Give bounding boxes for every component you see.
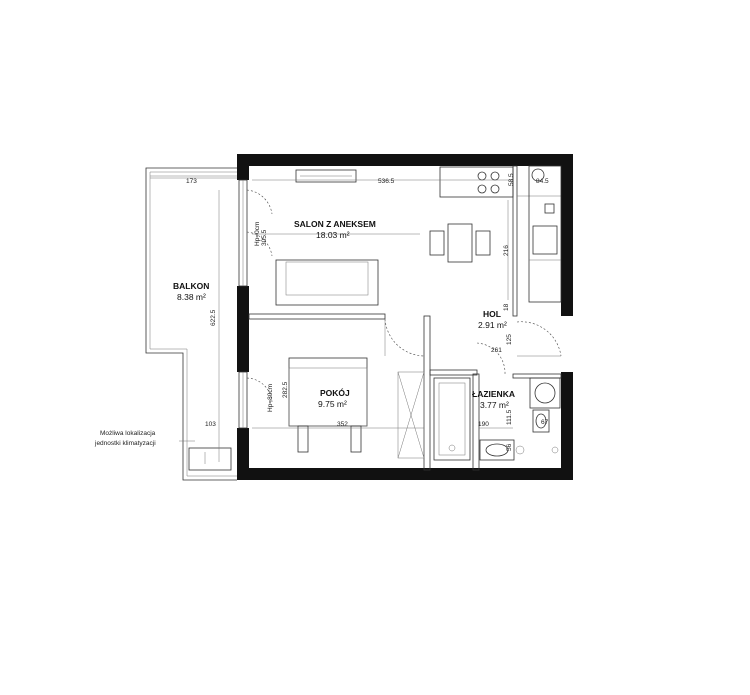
room-area-balkon: 8.38 m² xyxy=(177,292,206,302)
dim-bath-small: 56 xyxy=(506,443,513,451)
room-name-lazienka: ŁAZIENKA xyxy=(472,389,515,399)
dim-bath-side: 111.5 xyxy=(506,409,513,425)
window-pokoj xyxy=(238,371,273,429)
toilet xyxy=(532,409,550,433)
dining-table xyxy=(429,223,491,263)
dim-window-salon: 305.5 xyxy=(261,229,268,246)
doors xyxy=(384,318,562,375)
dim-salon-top: 536.5 xyxy=(378,178,395,185)
dim-hol-height: 18 xyxy=(503,303,510,311)
dim-kitchen-depth: 58.5 xyxy=(508,173,515,186)
room-name-pokoj: POKÓJ xyxy=(320,387,350,398)
dimension-lines xyxy=(150,177,513,462)
room-area-pokoj: 9.75 m² xyxy=(318,399,347,409)
washing-machine xyxy=(529,377,561,409)
bed xyxy=(288,357,368,453)
room-area-hol: 2.91 m² xyxy=(478,320,507,330)
dim-hol-width: 261 xyxy=(491,347,502,354)
room-area-lazienka: 3.77 m² xyxy=(480,400,509,410)
window-salon xyxy=(238,179,273,287)
dim-bath-width: 190 xyxy=(478,421,489,428)
interior-walls xyxy=(248,165,562,471)
label-window-pokoj: Hp=80cm xyxy=(267,384,274,412)
bathtub xyxy=(433,377,471,461)
dim-balcony-length: 622.5 xyxy=(210,309,217,326)
kitchen-column xyxy=(528,165,562,303)
note-ac-line1: Możliwa lokalizacja xyxy=(100,430,156,437)
dim-bath-corner: 67 xyxy=(541,419,549,426)
room-name-balkon: BALKON xyxy=(173,281,209,291)
sofa xyxy=(275,259,379,306)
dim-pokoj-width: 352 xyxy=(337,421,348,428)
kitchen-counter xyxy=(295,166,514,198)
label-window-salon: Hp=0cm xyxy=(254,222,261,246)
wardrobe xyxy=(397,371,425,459)
note-ac-line2: jednostki klimatyzacji xyxy=(94,440,156,447)
dim-salon-side: 216 xyxy=(503,245,510,256)
room-name-hol: HOL xyxy=(483,309,501,319)
exterior-walls xyxy=(237,154,573,480)
dim-balcony-bottom: 103 xyxy=(205,421,216,428)
dim-hol-depth: 125 xyxy=(506,334,513,345)
balcony-outline xyxy=(145,167,237,481)
room-name-salon: SALON Z ANEKSEM xyxy=(294,219,376,229)
sink xyxy=(479,439,559,461)
dim-corner-depth: 84.5 xyxy=(536,178,549,185)
ac-unit xyxy=(179,440,232,471)
room-area-salon: 18.03 m² xyxy=(316,230,350,240)
dim-window-pokoj: 282.5 xyxy=(282,381,289,398)
dim-balcony-top: 173 xyxy=(186,178,197,185)
